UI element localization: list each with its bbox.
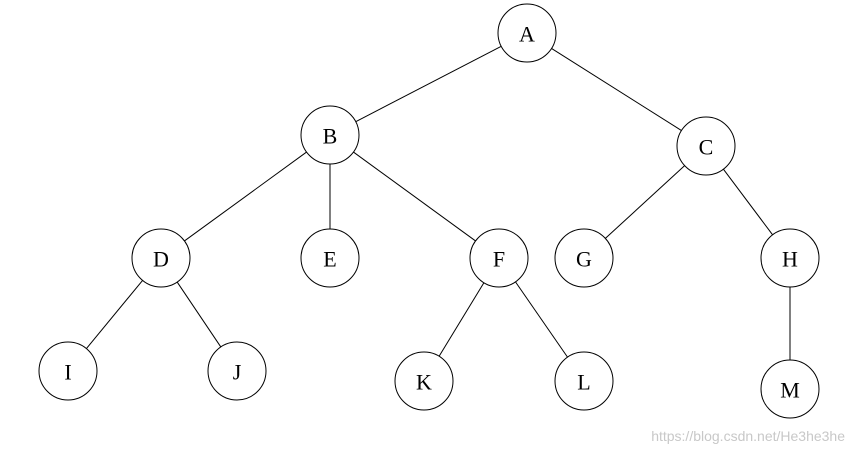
edge-c-g: [605, 165, 685, 239]
node-circle-i: [38, 341, 98, 401]
edge-c-h: [723, 168, 773, 236]
edge-f-k: [438, 282, 485, 357]
node-circle-a: [497, 3, 557, 63]
node-circle-l: [554, 351, 614, 411]
tree-node-d: D: [131, 228, 191, 288]
tree-node-b: B: [300, 105, 360, 165]
edge-b-f: [353, 151, 476, 242]
node-circle-g: [554, 228, 614, 288]
tree-node-j: J: [207, 341, 267, 401]
node-label-d: D: [153, 247, 169, 272]
node-circle-f: [469, 228, 529, 288]
nodes-layer: A B C D E F G H I J K L M: [38, 3, 820, 419]
node-label-f: F: [493, 247, 505, 272]
node-circle-m: [760, 359, 820, 419]
node-label-m: M: [780, 378, 800, 403]
node-label-c: C: [699, 135, 714, 160]
node-label-k: K: [416, 370, 432, 395]
tree-node-m: M: [760, 359, 820, 419]
tree-node-e: E: [300, 228, 360, 288]
edges-layer: [86, 45, 791, 360]
node-label-l: L: [577, 370, 590, 395]
tree-node-i: I: [38, 341, 98, 401]
tree-node-a: A: [497, 3, 557, 63]
tree-node-l: L: [554, 351, 614, 411]
tree-node-k: K: [394, 351, 454, 411]
node-circle-b: [300, 105, 360, 165]
node-label-b: B: [323, 124, 338, 149]
watermark: https://blog.csdn.net/He3he3he: [651, 428, 845, 444]
edge-d-j: [176, 281, 222, 348]
edge-b-d: [184, 151, 307, 242]
tree-node-c: C: [676, 116, 736, 176]
node-label-j: J: [233, 360, 242, 385]
edge-a-c: [551, 48, 682, 131]
node-label-g: G: [576, 247, 592, 272]
node-circle-j: [207, 341, 267, 401]
tree-node-h: H: [760, 228, 820, 288]
edge-d-i: [86, 280, 143, 349]
node-label-h: H: [782, 247, 798, 272]
node-label-e: E: [323, 247, 336, 272]
node-label-i: I: [64, 360, 71, 385]
node-circle-e: [300, 228, 360, 288]
edge-f-l: [515, 281, 568, 358]
tree-node-f: F: [469, 228, 529, 288]
edge-a-b: [355, 45, 502, 123]
node-circle-h: [760, 228, 820, 288]
node-circle-d: [131, 228, 191, 288]
node-circle-c: [676, 116, 736, 176]
tree-node-g: G: [554, 228, 614, 288]
node-label-a: A: [519, 22, 535, 47]
node-circle-k: [394, 351, 454, 411]
